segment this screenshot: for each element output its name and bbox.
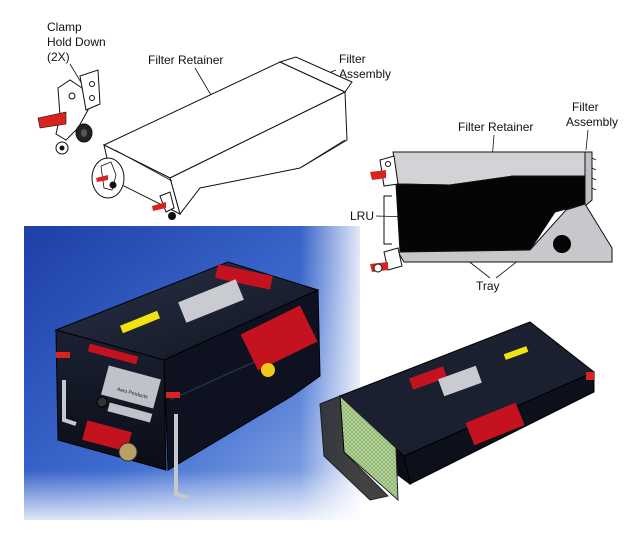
lru-label: LRU [350,209,374,223]
drawing-right: Filter Retainer Filter Assembly LRU Tray [350,100,618,293]
yellow-tag [119,310,161,334]
photo-unit-open [319,321,595,502]
right-clamp-upper [370,155,399,187]
side-yellow-dot [261,363,275,377]
clamp-leader [69,63,83,85]
open-nameplate [438,365,482,397]
left-retainer-label: Filter Retainer [148,53,223,67]
clamp-icon [37,69,101,155]
front-small-plate [107,402,153,423]
clamp-detail-inset [91,157,125,199]
photo-clamp-left [56,352,70,358]
right-assembly-label-line1: Filter [572,100,599,114]
front-nameplate [101,365,161,409]
photo-panel: Aero Products [24,226,370,530]
filter-assembly-drawing [102,56,353,216]
front-connector [118,442,138,462]
open-warning-label [465,402,525,446]
handle-left [62,380,77,426]
left-assembly-label-line2: Assembly [339,67,391,81]
top-nameplate [178,279,244,323]
open-clamp [586,372,594,380]
drawing-left: Clamp Hold Down (2X) Filter Retainer Fil… [37,20,391,220]
side-warning-label [240,305,318,371]
top-warning-tag [215,264,273,290]
front-red-strip [87,343,139,365]
right-retainer-label: Filter Retainer [458,120,533,134]
handle-right [174,414,189,500]
tray-label: Tray [476,279,500,293]
clamp-label-line2: Hold Down [47,35,106,49]
photo-fade-bottom [24,470,370,530]
tray-hole [553,235,571,253]
front-warning-label [82,420,132,452]
lru-bracket [383,195,392,245]
right-assembly-leader [585,129,589,151]
right-clamp-lower [370,247,403,273]
left-assembly-label-line1: Filter [339,52,366,66]
open-red-tag [409,366,447,390]
photo-clamp-right [166,392,180,398]
clamp-label-line3: (2X) [47,50,70,64]
front-knob [96,396,108,408]
open-yellow-tag [503,346,529,360]
right-assembly-label-line2: Assembly [566,115,618,129]
box-clamp-right [152,191,176,220]
clamp-label-line1: Clamp [47,20,82,34]
